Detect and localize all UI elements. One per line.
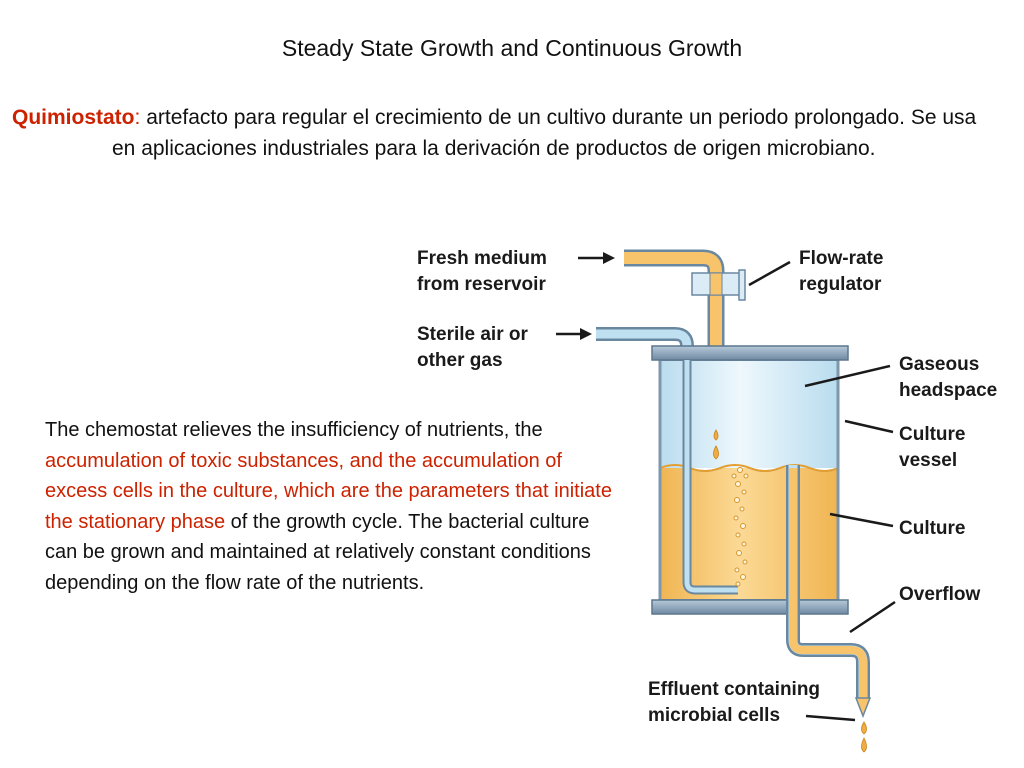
label-flow-rate-line2: regulator bbox=[799, 274, 882, 295]
arrow-heads bbox=[580, 252, 615, 340]
air-bubbles bbox=[731, 467, 749, 587]
label-effluent-line1: Effluent containing bbox=[648, 679, 820, 700]
label-pointers bbox=[556, 256, 896, 722]
label-vessel-line1: Culture bbox=[899, 424, 966, 445]
flow-rate-regulator-valve bbox=[691, 269, 746, 301]
definition-body: artefacto para regular el crecimiento de… bbox=[112, 106, 977, 160]
definition-text: Quimiostato: artefacto para regular el c… bbox=[12, 102, 997, 164]
vessel-bottom-plate bbox=[651, 599, 849, 615]
paragraph-part-2: of the growth cycle. The bacterial cultu… bbox=[45, 510, 591, 594]
label-sterile-air-line1: Sterile air or bbox=[417, 324, 528, 345]
effluent-drops bbox=[861, 721, 867, 753]
overflow-tube bbox=[786, 465, 872, 719]
label-sterile-air-line2: other gas bbox=[417, 350, 503, 371]
vessel-top-plate bbox=[651, 345, 849, 361]
chemostat-paragraph: The chemostat relieves the insufficiency… bbox=[45, 415, 620, 598]
paragraph-part-1: The chemostat relieves the insufficiency… bbox=[45, 419, 543, 441]
medium-drops bbox=[713, 429, 719, 460]
label-vessel-line2: vessel bbox=[899, 450, 957, 471]
air-sparger-line bbox=[682, 360, 738, 595]
label-fresh-medium-line2: from reservoir bbox=[417, 274, 546, 295]
label-headspace-line1: Gaseous bbox=[899, 354, 979, 375]
label-effluent-line2: microbial cells bbox=[648, 705, 780, 726]
label-culture: Culture bbox=[899, 518, 966, 539]
label-fresh-medium-line1: Fresh medium bbox=[417, 248, 547, 269]
slide-title: Steady State Growth and Continuous Growt… bbox=[281, 35, 743, 61]
definition-colon: : bbox=[134, 106, 141, 129]
label-flow-rate-line1: Flow-rate bbox=[799, 248, 883, 269]
paragraph-highlight: accumulation of toxic substances, and th… bbox=[45, 449, 612, 533]
label-headspace-line2: headspace bbox=[899, 380, 997, 401]
label-overflow: Overflow bbox=[899, 584, 981, 605]
definition-term: Quimiostato bbox=[12, 106, 135, 129]
